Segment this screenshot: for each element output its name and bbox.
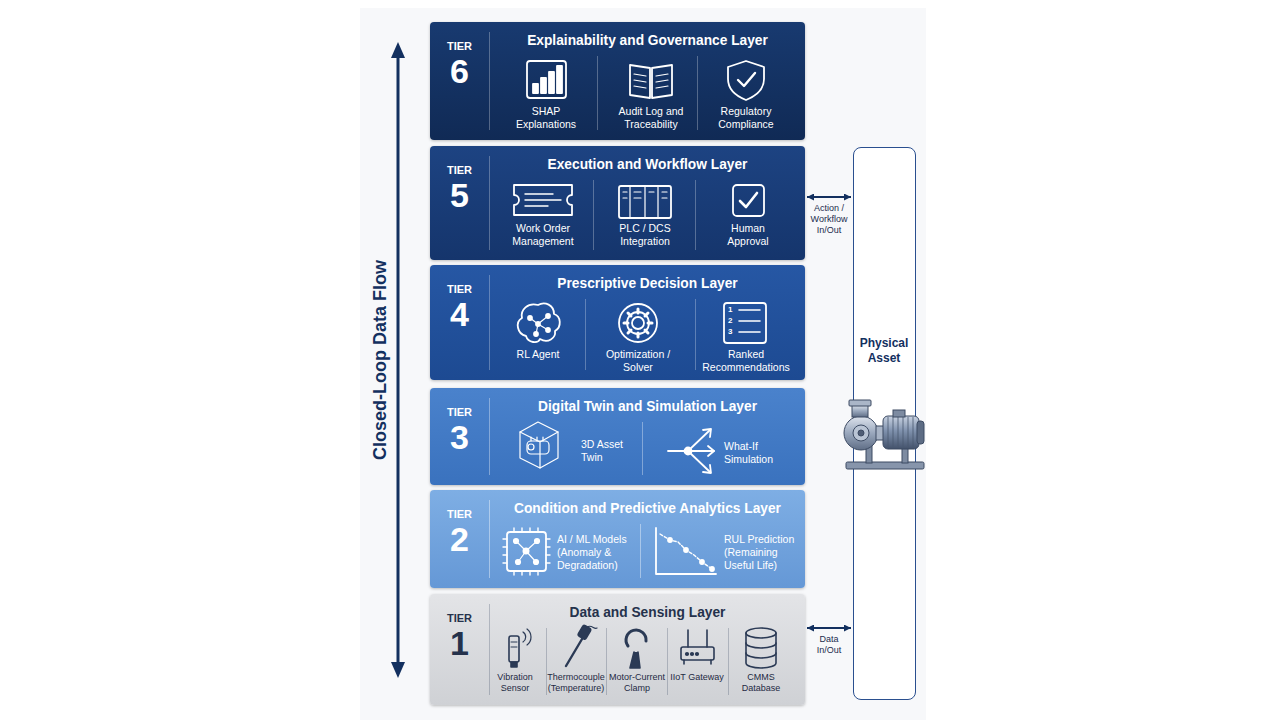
tier-word: TIER [430, 406, 489, 419]
layer-heading: Prescriptive Decision Layer [492, 274, 803, 293]
component-label: Human Approval [716, 222, 780, 248]
tier-number: 1 [430, 624, 489, 662]
component-label: Regulatory Compliance [706, 105, 786, 131]
item-separator [695, 299, 696, 370]
item-separator [697, 56, 698, 130]
component-label: What-If Simulation [724, 440, 796, 466]
item-separator [546, 628, 547, 695]
component-label: SHAP Explanations [506, 105, 586, 131]
tier-word: TIER [430, 612, 489, 625]
layer-heading: Digital Twin and Simulation Layer [492, 397, 803, 416]
item-separator [728, 628, 729, 695]
component-label: CMMS Database [731, 672, 791, 694]
component-label: Audit Log and Traceability [609, 105, 693, 131]
component-label: 3D Asset Twin [581, 438, 639, 464]
layer-heading: Data and Sensing Layer [492, 603, 803, 622]
tier-number: 3 [430, 418, 489, 456]
tier-separator [489, 32, 490, 130]
item-separator [667, 628, 668, 695]
component-label: Motor-Current Clamp [606, 672, 668, 694]
tier-band: TIER3Digital Twin and Simulation Layer [430, 388, 805, 485]
layer-heading: Explainability and Governance Layer [492, 31, 803, 50]
rank-number: 2 [728, 316, 736, 326]
item-separator [585, 299, 586, 370]
tier-word: TIER [430, 164, 489, 177]
tier-number: 2 [430, 520, 489, 558]
panel-ground [360, 8, 926, 720]
item-separator [597, 56, 598, 130]
asset-name: Physical Asset [854, 336, 914, 366]
tier-word: TIER [430, 508, 489, 521]
tier-separator [489, 275, 490, 370]
tier-number: 4 [430, 295, 489, 333]
flow-connector [807, 196, 851, 198]
tier-word: TIER [430, 283, 489, 296]
item-separator [695, 180, 696, 250]
component-label: RL Agent [503, 348, 573, 361]
layer-heading: Condition and Predictive Analytics Layer [492, 499, 803, 518]
tier-number: 5 [430, 176, 489, 214]
item-separator [606, 628, 607, 695]
flow-axis-label: Closed-Loop Data Flow [369, 250, 391, 470]
component-label: AI / ML Models (Anomaly & Degradation) [557, 533, 637, 571]
item-separator [642, 422, 643, 475]
layer-heading: Execution and Workflow Layer [492, 155, 803, 174]
tier-separator [489, 398, 490, 475]
component-label: Work Order Management [501, 222, 585, 248]
tier-separator [489, 156, 490, 250]
tier-separator [489, 604, 490, 695]
component-label: Optimization / Solver [596, 348, 680, 374]
tier-number: 6 [430, 52, 489, 90]
component-label: PLC / DCS Integration [605, 222, 685, 248]
rank-number: 1 [728, 305, 736, 315]
tier-separator [489, 500, 490, 578]
connector-label: Data In/Out [806, 634, 852, 656]
component-label: Thermocouple (Temperature) [545, 672, 607, 694]
component-label: Vibration Sensor [486, 672, 544, 694]
closed-loop-arrow [391, 42, 405, 678]
connector-label: Action / Workflow In/Out [806, 203, 852, 236]
flow-connector [807, 627, 851, 629]
component-label: IIoT Gateway [668, 672, 726, 683]
component-label: Ranked Recommendations [698, 348, 794, 374]
item-separator [640, 524, 641, 578]
component-label: RUL Prediction (Remaining Useful Life) [724, 533, 804, 571]
rank-number: 3 [728, 327, 736, 337]
tier-word: TIER [430, 40, 489, 53]
item-separator [593, 180, 594, 250]
